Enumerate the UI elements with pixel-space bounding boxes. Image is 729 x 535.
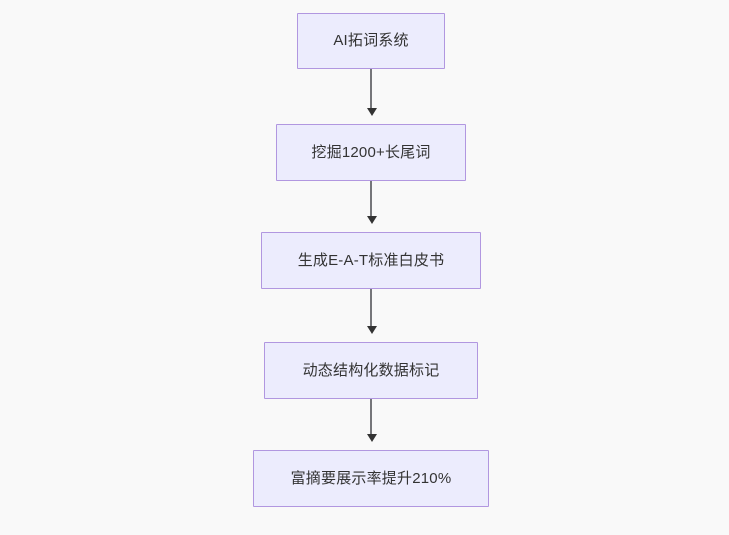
flow-node-label: 生成E-A-T标准白皮书 bbox=[297, 251, 445, 269]
arrowhead-icon bbox=[367, 434, 377, 442]
flow-node-label: 富摘要展示率提升210% bbox=[290, 469, 452, 487]
flow-node-label: AI拓词系统 bbox=[333, 32, 409, 49]
flow-node-generate-eat-whitepaper[interactable]: 生成E-A-T标准白皮书 bbox=[261, 232, 481, 289]
edge-line bbox=[370, 181, 372, 217]
flow-node-ai-keyword-system[interactable]: AI拓词系统 bbox=[297, 13, 445, 69]
flow-node-dynamic-structured-data-markup[interactable]: 动态结构化数据标记 bbox=[264, 342, 478, 399]
edge-line bbox=[370, 399, 372, 435]
flow-node-rich-snippet-impression-increase[interactable]: 富摘要展示率提升210% bbox=[253, 450, 489, 507]
arrowhead-icon bbox=[367, 108, 377, 116]
arrowhead-icon bbox=[367, 216, 377, 224]
edge-line bbox=[370, 69, 372, 109]
flow-node-label: 挖掘1200+长尾词 bbox=[311, 143, 431, 161]
flow-node-mine-longtail-keywords[interactable]: 挖掘1200+长尾词 bbox=[276, 124, 466, 181]
edge-line bbox=[370, 289, 372, 327]
arrowhead-icon bbox=[367, 326, 377, 334]
flow-node-label: 动态结构化数据标记 bbox=[302, 361, 440, 379]
